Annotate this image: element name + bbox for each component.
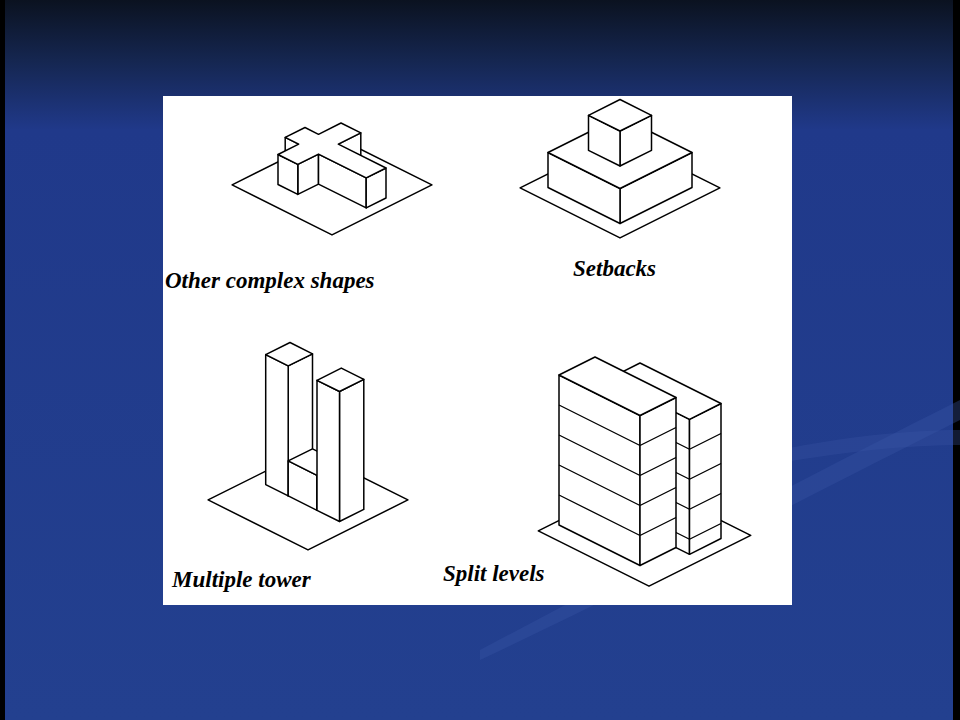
floor-line — [559, 435, 640, 476]
building-roof — [278, 123, 386, 178]
floor-line — [640, 518, 676, 536]
floor-line — [640, 458, 676, 476]
building-wall — [317, 380, 340, 521]
split-level-building — [538, 357, 750, 586]
building-roof — [559, 357, 676, 416]
building-wall — [266, 355, 289, 496]
slide-edge — [953, 0, 960, 720]
slide-edge — [0, 0, 5, 720]
shape-caption: Split levels — [443, 561, 545, 586]
white-panel — [163, 96, 792, 605]
floor-line — [559, 405, 640, 446]
floor-line — [690, 524, 722, 540]
floor-line — [690, 464, 722, 480]
shape-caption: Multiple tower — [172, 567, 311, 592]
building-roof — [266, 343, 313, 366]
floor-line — [559, 465, 640, 506]
floor-line — [640, 428, 676, 446]
setback-building — [520, 100, 720, 238]
multiple-tower-building — [208, 343, 408, 550]
building-roof — [589, 100, 652, 132]
building-wall — [690, 404, 722, 555]
shape-caption: Setbacks — [573, 256, 656, 281]
building-wall — [640, 398, 676, 566]
shape-caption: Other complex shapes — [165, 268, 375, 293]
floor-line — [559, 495, 640, 536]
complex-shape-building — [232, 123, 432, 235]
floor-line — [690, 434, 722, 450]
building-wall — [340, 379, 364, 521]
building-roof — [317, 368, 364, 391]
floor-line — [690, 494, 722, 510]
floor-line — [640, 488, 676, 506]
